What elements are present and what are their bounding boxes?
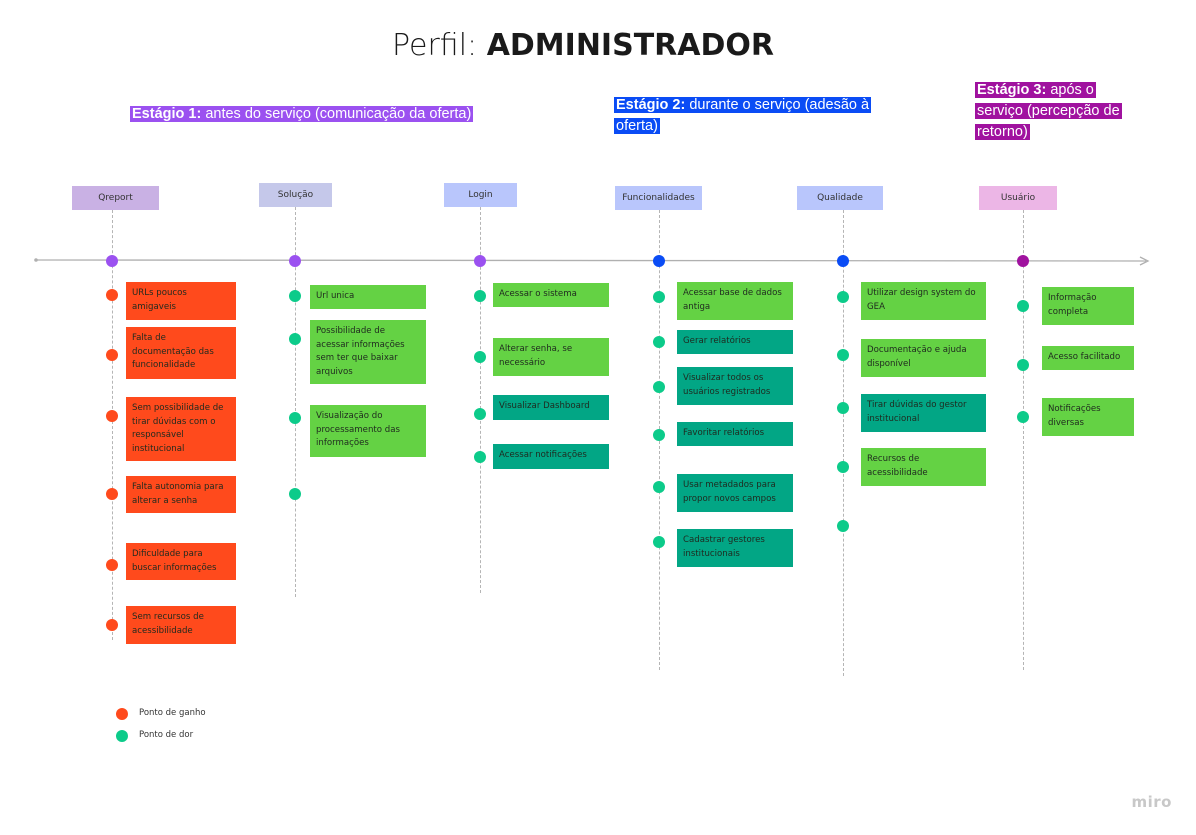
pain-point-dot [474,451,486,463]
column-tag-solução[interactable]: Solução [259,183,332,207]
miro-logo: miro [1131,793,1172,811]
pain-point-dot [837,461,849,473]
sticky-note[interactable]: Alterar senha, se necessário [493,338,609,376]
sticky-note[interactable]: Acesso facilitado [1042,346,1134,370]
column-tag-qualidade[interactable]: Qualidade [797,186,883,210]
sticky-note[interactable]: Sem recursos de acessibilidade [126,606,236,644]
column-tag-funcionalidades[interactable]: Funcionalidades [615,186,702,210]
sticky-note[interactable]: Tirar dúvidas do gestor institucional [861,394,986,432]
gain-point-dot [106,289,118,301]
column-guide-line [843,210,844,676]
sticky-note[interactable]: Recursos de acessibilidade [861,448,986,486]
stage-2-label: Estágio 2: durante o serviço (adesão à o… [614,95,894,137]
sticky-note[interactable]: Usar metadados para propor novos campos [677,474,793,512]
sticky-note[interactable]: Dificuldade para buscar informações [126,543,236,580]
column-guide-line [112,210,113,640]
timeline-arrow-icon [1139,256,1150,266]
gain-point-dot [106,559,118,571]
pain-point-dot [653,291,665,303]
timeline-start [34,258,38,262]
sticky-note[interactable]: Sem possibilidade de tirar dúvidas com o… [126,397,236,461]
column-guide-line [1023,210,1024,670]
stage-1-title: Estágio 1: [132,106,202,122]
timeline-stage-dot [474,255,486,267]
timeline-stage-dot [106,255,118,267]
pain-point-dot [289,488,301,500]
sticky-note[interactable]: Falta autonomia para alterar a senha [126,476,236,513]
legend-gain-label: Ponto de ganho [139,708,206,718]
timeline-stage-dot [1017,255,1029,267]
sticky-note[interactable]: Cadastrar gestores institucionais [677,529,793,567]
column-tag-usuário[interactable]: Usuário [979,186,1057,210]
pain-point-dot [474,290,486,302]
timeline-stage-dot [289,255,301,267]
pain-point-dot [653,381,665,393]
pain-point-dot [1017,300,1029,312]
page-title: Perfil: ADMINISTRADOR [0,28,1166,63]
sticky-note[interactable]: Informação completa [1042,287,1134,325]
gain-point-dot [106,488,118,500]
column-tag-login[interactable]: Login [444,183,517,207]
timeline-stage-dot [837,255,849,267]
stage-2-text: durante o serviço (adesão à oferta) [616,97,870,134]
pain-point-dot [289,333,301,345]
title-role: ADMINISTRADOR [486,28,774,63]
pain-point-dot [289,412,301,424]
gain-point-dot [106,619,118,631]
column-guide-line [295,207,296,597]
sticky-note[interactable]: Url unica [310,285,426,309]
stage-1-label: Estágio 1: antes do serviço (comunicação… [130,104,510,125]
timeline-line [34,259,1147,262]
pain-point-dot [837,349,849,361]
stage-3-label: Estágio 3: após o serviço (percepção de … [975,80,1137,143]
pain-point-dot [837,402,849,414]
pain-point-dot [1017,411,1029,423]
stage-3-title: Estágio 3: [977,82,1047,98]
stage-2-title: Estágio 2: [616,97,686,113]
stage-3-text: após o serviço (percepção de retorno) [977,82,1120,140]
pain-point-dot [474,351,486,363]
pain-point-dot [289,290,301,302]
legend-pain-dot [116,730,128,742]
sticky-note[interactable]: Documentação e ajuda disponível [861,339,986,377]
pain-point-dot [653,429,665,441]
gain-point-dot [106,349,118,361]
sticky-note[interactable]: Falta de documentação das funcionalidade [126,327,236,379]
stage-1-text: antes do serviço (comunicação da oferta) [205,106,472,122]
title-prefix: Perfil: [391,28,478,63]
pain-point-dot [653,336,665,348]
pain-point-dot [837,520,849,532]
timeline-stage-dot [653,255,665,267]
column-guide-line [480,207,481,593]
sticky-note[interactable]: Gerar relatórios [677,330,793,354]
pain-point-dot [474,408,486,420]
legend-gain-dot [116,708,128,720]
gain-point-dot [106,410,118,422]
sticky-note[interactable]: Visualização do processamento das inform… [310,405,426,457]
pain-point-dot [653,536,665,548]
sticky-note[interactable]: Acessar o sistema [493,283,609,307]
pain-point-dot [1017,359,1029,371]
sticky-note[interactable]: Favoritar relatórios [677,422,793,446]
legend-pain-label: Ponto de dor [139,730,194,740]
sticky-note[interactable]: Utilizar design system do GEA [861,282,986,320]
pain-point-dot [653,481,665,493]
pain-point-dot [837,291,849,303]
sticky-note[interactable]: Visualizar todos os usuários registrados [677,367,793,405]
sticky-note[interactable]: Possibilidade de acessar informações sem… [310,320,426,384]
sticky-note[interactable]: URLs poucos amigaveis [126,282,236,320]
sticky-note[interactable]: Acessar base de dados antiga [677,282,793,320]
column-tag-qreport[interactable]: Qreport [72,186,159,210]
sticky-note[interactable]: Visualizar Dashboard [493,395,609,420]
sticky-note[interactable]: Acessar notificações [493,444,609,469]
sticky-note[interactable]: Notificações diversas [1042,398,1134,436]
